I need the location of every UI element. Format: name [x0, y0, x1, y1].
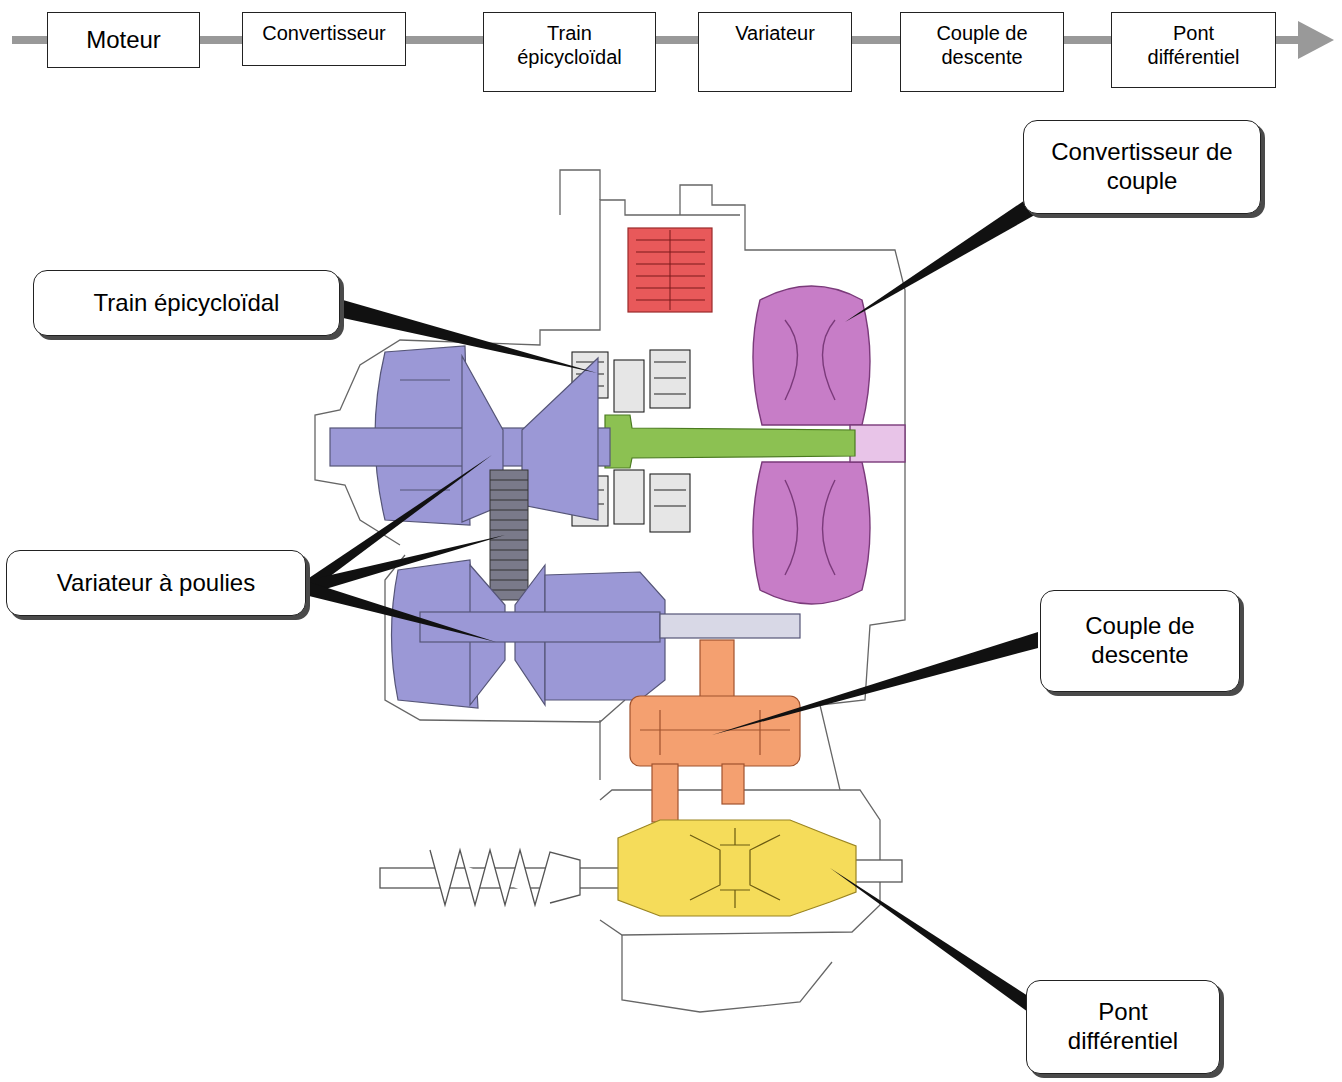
flow-connector — [656, 36, 698, 44]
clutch-pack — [628, 228, 712, 312]
box-label: Train épicycloïdal — [498, 21, 641, 69]
callout-box: Couple de descente — [1040, 590, 1240, 692]
process-box: Pont différentiel — [1111, 12, 1276, 88]
flow-connector — [1064, 36, 1111, 44]
leader-line — [830, 868, 1028, 1012]
housing-outline — [315, 170, 905, 1012]
callout-label: Couple de descente — [1057, 612, 1223, 670]
belt-body — [490, 470, 528, 600]
process-box: Variateur — [698, 12, 852, 92]
leader-line — [309, 535, 505, 594]
flow-arrowhead — [1298, 21, 1334, 59]
gear — [700, 640, 734, 698]
leader-line — [343, 300, 597, 373]
box-label: Couple de descente — [915, 21, 1049, 69]
flow-connector — [200, 36, 242, 44]
leader-lines — [309, 198, 1040, 1012]
callout-box: Convertisseur de couple — [1023, 120, 1261, 214]
reduction-gear — [630, 640, 800, 822]
callout-label: Train épicycloïdal — [94, 289, 280, 318]
housing-line — [600, 200, 740, 215]
callout-box: Pont différentiel — [1026, 980, 1220, 1074]
flow-line — [12, 36, 47, 44]
leader-line — [845, 198, 1040, 322]
pulley-shaft — [420, 612, 660, 642]
leader-line — [712, 632, 1038, 735]
process-box: Moteur — [47, 12, 200, 68]
housing-line — [600, 790, 880, 935]
process-box: Convertisseur — [242, 12, 406, 66]
pulley-sheave — [522, 358, 598, 520]
primary-pulley — [330, 346, 610, 525]
shaft — [852, 860, 902, 882]
callout-label: Pont différentiel — [1043, 998, 1203, 1056]
callout-label: Convertisseur de couple — [1040, 138, 1244, 196]
input-shaft — [605, 415, 855, 468]
clutch — [628, 228, 712, 312]
gear — [614, 360, 644, 412]
boot — [430, 850, 580, 905]
clutch-plates — [636, 230, 705, 310]
box-label: Pont différentiel — [1126, 21, 1261, 69]
gear-shaft — [630, 696, 800, 766]
leader-line — [309, 455, 492, 592]
callout-label: Variateur à poulies — [57, 569, 255, 598]
leader-line — [309, 582, 496, 642]
gear-detail — [640, 710, 790, 755]
differential-case — [618, 820, 856, 916]
callout-box: Variateur à poulies — [6, 550, 306, 616]
housing-line — [315, 215, 600, 545]
box-label: Variateur — [735, 21, 815, 45]
gear — [614, 470, 644, 524]
belt-links — [490, 480, 528, 590]
box-label: Convertisseur — [262, 21, 385, 45]
gear — [650, 474, 690, 532]
gear — [650, 350, 690, 408]
belt — [490, 470, 528, 600]
housing-line — [622, 935, 832, 1012]
flow-connector — [852, 36, 900, 44]
secondary-pulley — [392, 560, 666, 708]
differential-gears — [690, 828, 780, 908]
housing-line — [560, 170, 600, 215]
box-label: Moteur — [86, 26, 161, 55]
pulley-detail — [400, 380, 450, 490]
callout-box: Train épicycloïdal — [33, 270, 340, 336]
converter-hub — [850, 425, 905, 462]
converter-torus — [753, 462, 870, 604]
converter-torus — [753, 286, 870, 425]
process-box: Couple de descente — [900, 12, 1064, 92]
process-box: Train épicycloïdal — [483, 12, 656, 92]
gear — [652, 764, 678, 822]
flow-connector — [406, 36, 483, 44]
differential — [618, 820, 856, 916]
gear — [722, 764, 744, 804]
secondary-shaft — [660, 614, 800, 638]
